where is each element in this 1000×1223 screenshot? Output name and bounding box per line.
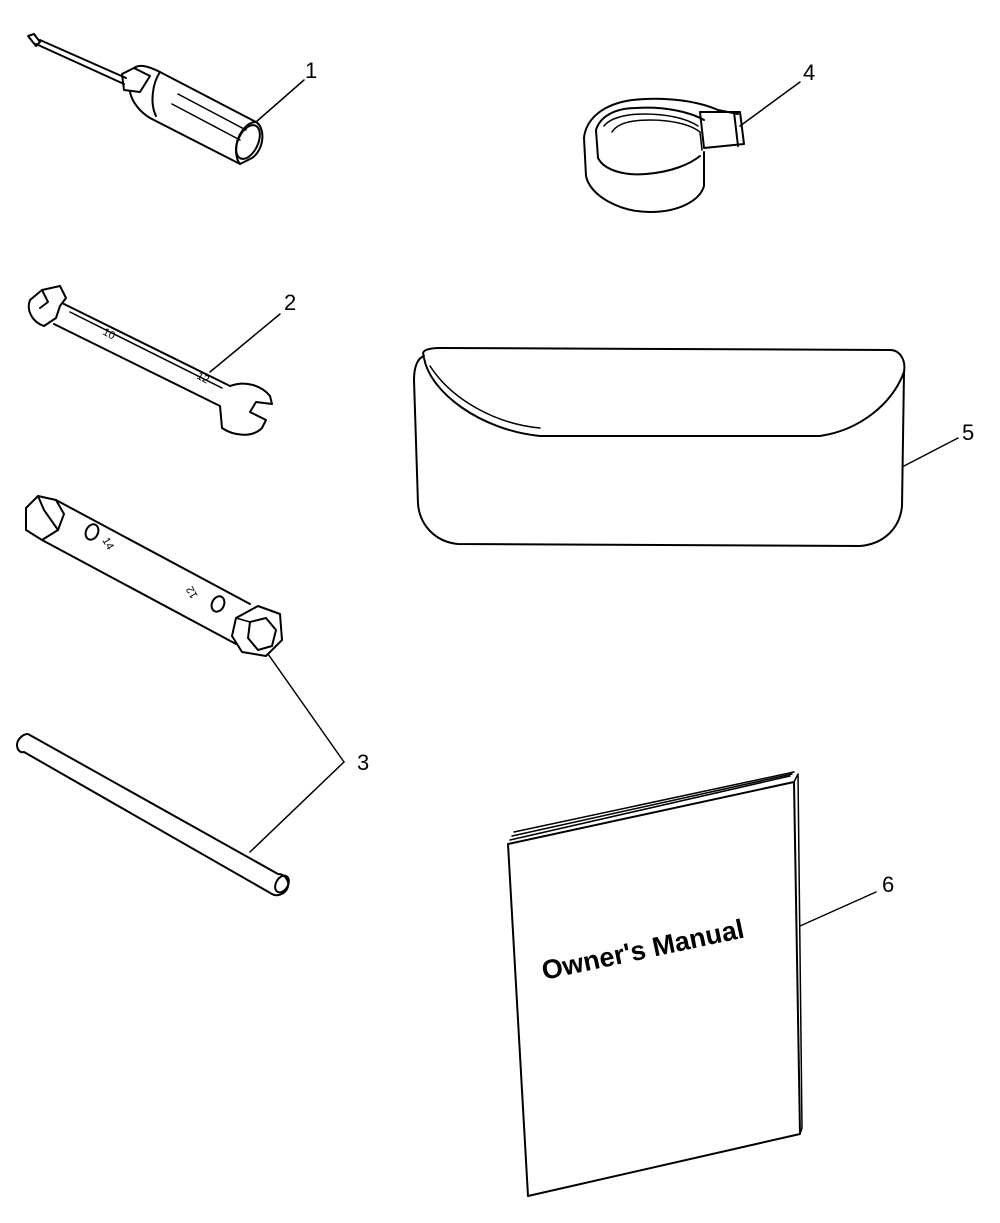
screwdriver xyxy=(27,33,264,165)
callout-6: 6 xyxy=(799,872,894,927)
callout-1-number: 1 xyxy=(305,58,317,83)
callout-1: 1 xyxy=(255,58,317,123)
open-end-wrench: 10 12 xyxy=(27,285,273,436)
callout-6-number: 6 xyxy=(882,872,894,897)
wrench-size-mark-b: 12 xyxy=(195,370,211,386)
owners-manual: Owner's Manual xyxy=(507,771,803,1197)
tommy-bar xyxy=(16,733,290,897)
socket-size-mark-b: 12 xyxy=(184,584,201,601)
callout-4: 4 xyxy=(739,60,815,127)
callout-3: 3 xyxy=(249,653,369,853)
wrench-size-mark-a: 10 xyxy=(101,326,117,342)
socket-wrench: 14 12 xyxy=(25,495,283,657)
callout-4-number: 4 xyxy=(803,60,815,85)
socket-size-mark-a: 14 xyxy=(99,536,116,553)
callout-2: 2 xyxy=(209,290,296,373)
rolled-strap xyxy=(583,97,745,213)
tool-pouch xyxy=(413,347,906,547)
callout-5-number: 5 xyxy=(962,420,974,445)
callout-5: 5 xyxy=(903,420,974,467)
callout-2-number: 2 xyxy=(284,290,296,315)
manual-title: Owner's Manual xyxy=(539,914,747,986)
callout-3-number: 3 xyxy=(357,750,369,775)
